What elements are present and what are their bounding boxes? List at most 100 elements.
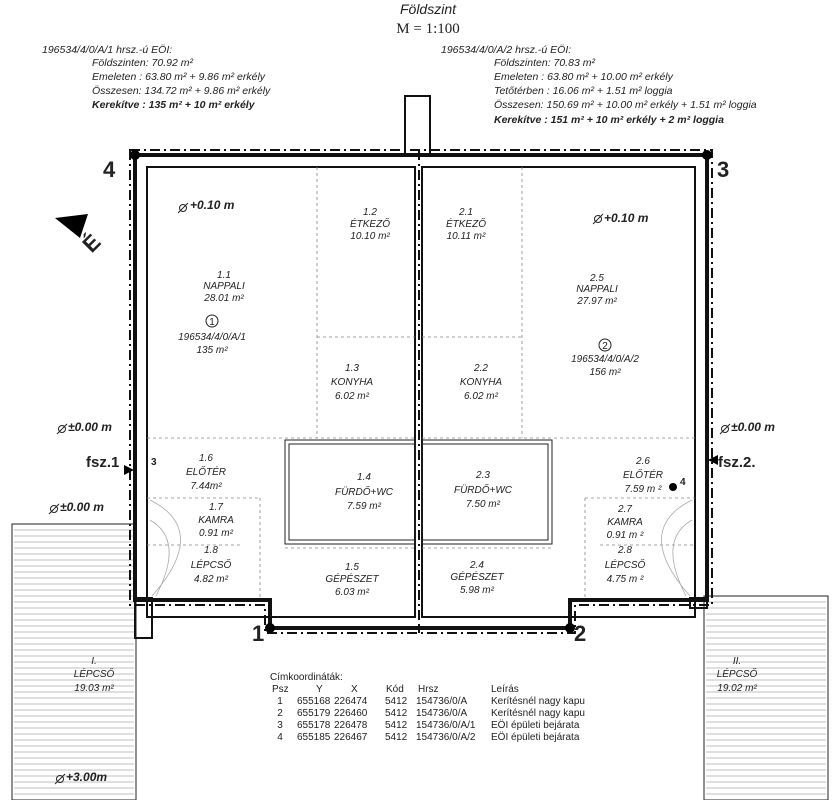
room-2-5-name: NAPPALI xyxy=(576,284,618,295)
room-2-3-area: 7.50 m² xyxy=(466,499,501,510)
coords-cell: 154736/0/A/2 xyxy=(416,732,476,743)
level-marker-icon xyxy=(48,503,60,515)
north-arrow-icon: É xyxy=(55,214,106,257)
room-2-1-area: 10.11 m² xyxy=(447,231,486,242)
room-2-8-area: 4.75 m ² xyxy=(607,574,644,585)
room-1-3-area: 6.02 m² xyxy=(335,391,370,402)
level-marker-icon xyxy=(177,202,189,214)
room-2-3-name: FÜRDŐ+WC xyxy=(454,482,513,496)
room-1-3-num: 1.3 xyxy=(345,363,359,374)
room-1-5-area: 6.03 m² xyxy=(335,587,370,598)
room-1-7-num: 1.7 xyxy=(209,502,223,513)
stair-right-area: 19.02 m² xyxy=(717,683,757,694)
unit-2-id: 196534/4/0/A/2 xyxy=(571,354,639,365)
room-1-3-name: KONYHA xyxy=(331,377,374,388)
coords-cell: 655168 xyxy=(297,696,331,707)
info-right-line3: Emeleten : 63.80 m² + 10.00 m² erkély xyxy=(494,71,674,83)
coords-header-leiras: Leírás xyxy=(491,684,519,695)
stair-left-num: I. xyxy=(91,656,97,667)
room-1-6-area: 7.44m² xyxy=(190,481,222,492)
entrance-arrow-icon xyxy=(708,455,718,465)
room-2-1-num: 2.1 xyxy=(458,207,473,218)
unit-2-marker: 2 xyxy=(602,341,608,352)
room-2-4-num: 2.4 xyxy=(469,560,484,571)
plan-scale: M = 1:100 xyxy=(396,21,459,37)
room-2-2-num: 2.2 xyxy=(473,363,488,374)
info-left-line4: Összesen: 134.72 m² + 9.86 m² erkély xyxy=(92,85,271,97)
room-1-4-name: FÜRDŐ+WC xyxy=(335,484,394,498)
level-marker-icon xyxy=(54,773,66,785)
info-right-line4: Tetőtérben : 16.06 m² + 1.51 m² loggia xyxy=(494,85,673,97)
stair-left-area: 19.03 m² xyxy=(74,683,114,694)
level-top-right: +0.10 m xyxy=(604,211,649,225)
corner-label-1: 1 xyxy=(252,621,264,646)
coords-cell: Kerítésnél nagy kapu xyxy=(491,708,585,719)
info-left-line5: Kerekítve : 135 m² + 10 m² erkély xyxy=(92,99,256,111)
coords-cell: 5412 xyxy=(385,720,408,731)
room-2-8-num: 2.8 xyxy=(617,545,632,556)
level-top-left: +0.10 m xyxy=(190,198,235,212)
room-2-2-area: 6.02 m² xyxy=(464,391,499,402)
level-markers: +0.10 m +0.10 m ±0.00 m ±0.00 m ±0.00 m … xyxy=(48,198,775,785)
stair-right-name: LÉPCSŐ xyxy=(717,666,758,680)
corner-label-4: 4 xyxy=(103,157,116,182)
coords-cell: 154736/0/A xyxy=(416,696,467,707)
unit-markers: 1 196534/4/0/A/1 135 m² 2 196534/4/0/A/2… xyxy=(178,314,639,378)
stair-right-num: II. xyxy=(733,656,741,667)
level-marker-icon xyxy=(592,213,604,225)
entrance-fsz1: fsz.1 xyxy=(86,454,119,471)
entrance-marker-3: 3 xyxy=(151,457,157,468)
room-1-8-name: LÉPCSŐ xyxy=(191,557,232,571)
room-1-1-area: 28.01 m² xyxy=(203,293,244,304)
room-1-2-num: 1.2 xyxy=(363,207,377,218)
room-2-7-name: KAMRA xyxy=(607,517,643,528)
coords-header-y: Y xyxy=(316,684,323,695)
coords-header-kod: Kód xyxy=(386,684,404,695)
coords-cell: 226467 xyxy=(334,732,368,743)
room-2-5-area: 27.97 m² xyxy=(576,296,617,307)
room-2-1-name: ÉTKEZŐ xyxy=(446,216,486,230)
level-marker-icon xyxy=(56,423,68,435)
info-left-line3: Emeleten : 63.80 m² + 9.86 m² erkély xyxy=(92,71,266,83)
room-2-7-num: 2.7 xyxy=(617,504,632,515)
coords-cell: 2 xyxy=(277,708,283,719)
level-low-left: ±0.00 m xyxy=(60,500,104,514)
entrance-marker-4: 4 xyxy=(680,477,686,488)
room-2-5-num: 2.5 xyxy=(589,273,604,284)
coords-cell: 655185 xyxy=(297,732,331,743)
room-2-6-num: 2.6 xyxy=(635,456,650,467)
coords-cell: 154736/0/A/1 xyxy=(416,720,476,731)
room-1-4-num: 1.4 xyxy=(357,472,371,483)
room-1-6-name: ELŐTÉR xyxy=(186,464,226,478)
corner-markers: 4 3 1 2 xyxy=(103,150,729,646)
room-2-6-name: ELŐTÉR xyxy=(623,467,663,481)
coords-cell: Kerítésnél nagy kapu xyxy=(491,696,585,707)
coords-cell: 4 xyxy=(277,732,283,743)
outside-stair-right: II. LÉPCSŐ 19.02 m² xyxy=(703,595,829,800)
coords-cell: 5412 xyxy=(385,708,408,719)
info-right-line1: 196534/4/0/A/2 hrsz.-ú EÖI: xyxy=(441,44,571,56)
room-1-4-area: 7.59 m² xyxy=(347,501,382,512)
corner-label-3: 3 xyxy=(717,157,729,182)
info-left: 196534/4/0/A/1 hrsz.-ú EÖI: Földszinten:… xyxy=(42,44,271,111)
unit-1-marker: 1 xyxy=(209,317,215,328)
info-right-line5: Összesen: 150.69 m² + 10.00 m² erkély + … xyxy=(494,99,757,111)
room-2-4-name: GÉPÉSZET xyxy=(450,570,504,583)
coords-cell: 5412 xyxy=(385,696,408,707)
room-labels: 1.1 NAPPALI 28.01 m² 1.2 ÉTKEZŐ 10.10 m²… xyxy=(186,207,663,598)
coords-header-psz: Psz xyxy=(272,684,289,695)
room-1-7-area: 0.91 m² xyxy=(199,528,234,539)
coords-cell: 154736/0/A xyxy=(416,708,467,719)
room-1-5-num: 1.5 xyxy=(345,562,359,573)
room-1-5-name: GÉPÉSZET xyxy=(325,572,379,585)
level-bottom: +3.00m xyxy=(66,770,107,784)
coords-cell: EÖI épületi bejárata xyxy=(491,719,580,731)
room-1-6-num: 1.6 xyxy=(199,453,213,464)
room-2-4-area: 5.98 m² xyxy=(460,585,495,596)
chimney xyxy=(404,95,431,157)
plan-title: Földszint xyxy=(400,1,457,17)
room-2-2-name: KONYHA xyxy=(460,377,503,388)
entrance-dot xyxy=(669,483,677,491)
unit-1-area: 135 m² xyxy=(196,345,228,356)
